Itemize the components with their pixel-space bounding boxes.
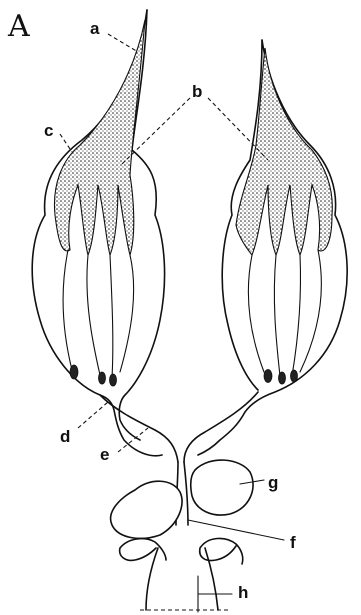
right-germarium [236,48,332,255]
label-d: d [60,427,70,446]
left-ovariole-1 [63,250,72,370]
label-f: f [290,533,296,552]
left-ovary [32,10,164,456]
right-ovariole-2 [274,255,280,376]
leader-f [188,520,284,540]
right-egg-1 [264,370,272,383]
right-egg-2 [279,372,286,384]
label-a: a [90,19,100,38]
panel-letter: A [7,9,30,44]
left-egg-1 [70,365,78,379]
label-c: c [44,121,53,140]
accessory-glands [111,460,253,610]
label-h: h [238,583,248,602]
left-ovary-outline [32,10,162,456]
right-ovariole-4 [300,250,321,372]
right-ovary [198,40,347,455]
left-ovariole-2 [87,255,100,375]
label-g: g [268,473,278,492]
leader-a [108,34,138,52]
left-gland [111,481,182,538]
leader-d [78,402,108,428]
right-oviduct [184,392,258,462]
vagina-right-wall [205,548,218,610]
right-egg-3 [291,370,298,382]
left-ovariole-3 [110,255,113,378]
left-bursa-curl [120,539,166,561]
right-gland-g [191,460,253,515]
right-ovariole-3 [292,255,301,376]
label-e: e [100,445,109,464]
left-ovariole-4 [120,255,134,372]
right-ovariole-1 [248,255,264,372]
label-b: b [192,82,202,101]
vagina-left-wall [146,548,158,610]
left-egg-2 [99,372,106,384]
left-germarium [54,20,145,255]
left-egg-3 [110,374,117,386]
